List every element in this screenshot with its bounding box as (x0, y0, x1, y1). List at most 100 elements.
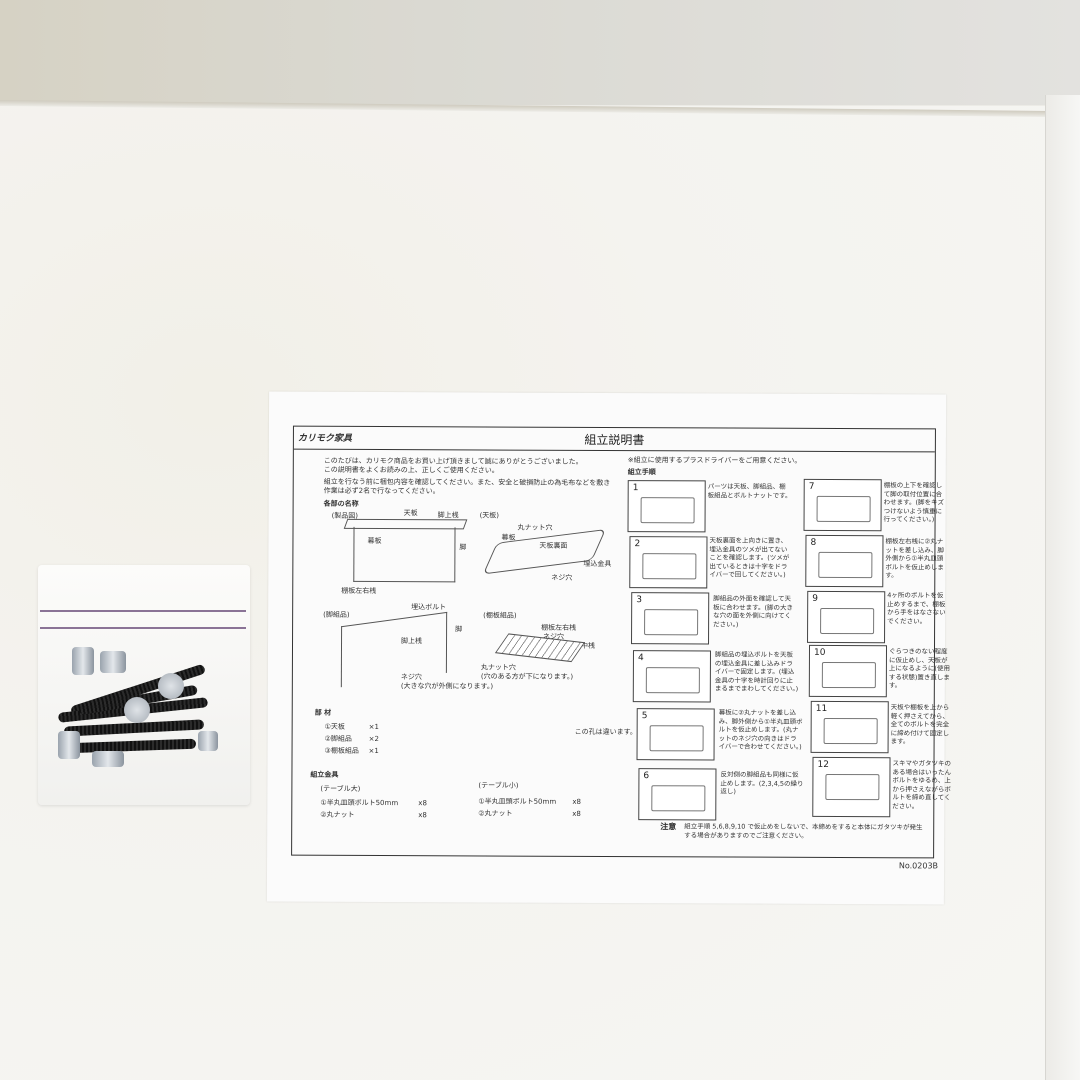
back-wall (0, 0, 1080, 105)
step-number: 10 (813, 647, 826, 658)
intro-line: 作業は必ず2名で行なってください。 (323, 486, 440, 496)
material-name: ①天板 (324, 722, 345, 731)
hardware-large-label: (テーブル大) (320, 784, 361, 793)
hardware-heading: 組立金具 (310, 770, 339, 779)
part-label: (大きな穴が外側になります。) (400, 682, 494, 691)
materials-heading: 部 材 (314, 708, 332, 717)
step-drawing (642, 553, 697, 580)
material-name: ③棚板組品 (324, 746, 359, 755)
part-label: (穴のある方が下になります。) (480, 672, 574, 681)
hardware-qty: x8 (572, 797, 581, 806)
shelf-label: (棚板組品) (483, 611, 517, 620)
intro-line: この説明書をよくお読みの上、正しくご使用ください。 (323, 465, 499, 475)
step-4-illustration: 4 (632, 650, 711, 703)
hole-note: この孔は違います。 (574, 727, 637, 737)
step-3-illustration: 3 (631, 592, 710, 645)
leg-assembly-illustration (340, 611, 448, 688)
step-text: スキマやガタツキのある場合はいったんボルトをゆるめ、上から押さえながらボルトを締… (892, 759, 952, 810)
step-1-illustration: 1 (627, 480, 706, 533)
hardware-bag (38, 565, 250, 805)
part-label: 丸ナット穴 (517, 523, 553, 532)
step-text: ぐらつきのない程度に仮止めし、天板が上になるように(使用する状態)置き直します。 (888, 647, 950, 690)
zip-line (40, 610, 246, 612)
barrel-nut (72, 647, 94, 675)
step-drawing (825, 773, 880, 801)
part-label: 埋込ボルト (411, 603, 447, 612)
caution-text: 組立手順 5,6,8,9,10 で仮止めをしないで、本締めをすると本体にガタツキ… (684, 822, 923, 840)
part-label: 脚 (459, 543, 467, 552)
barrel-nut (92, 751, 124, 767)
step-drawing (644, 609, 699, 636)
material-qty: ×1 (368, 722, 379, 732)
step-8-illustration: 8 (805, 534, 884, 588)
steps-heading: 組立手順 (627, 468, 656, 477)
material-name: ②脚組品 (324, 734, 352, 743)
step-text: 天板裏面を上向きに置き、埋込金具のツメが出てないことを確認します。(ツメが出てい… (709, 536, 790, 579)
hardware-pile (57, 645, 226, 767)
document-number: No.0203B (898, 861, 939, 871)
step-number: 3 (636, 595, 642, 606)
top-label: (天板) (479, 511, 500, 520)
part-label: 棚板左右桟 (541, 623, 577, 632)
table-legs-illustration (353, 526, 456, 583)
step-text: 棚板左右桟に②丸ナットを差し込み、脚外側から①半丸皿頭ボルトを仮止めします。 (885, 537, 944, 580)
part-label: ネジ穴 (551, 573, 573, 582)
hardware-item: ①半丸皿頭ボルト50mm (478, 797, 557, 806)
step-drawing (651, 785, 706, 812)
step-11-illustration: 11 (810, 700, 889, 754)
step-text: 4ヶ所のボルトを仮止めするまで、棚板から手をはなさないでください。 (887, 591, 946, 625)
hardware-item: ①半丸皿頭ボルト50mm (320, 798, 399, 808)
step-number: 6 (643, 771, 650, 782)
step-number: 7 (808, 481, 815, 492)
step-10-illustration: 10 (808, 644, 888, 698)
step-number: 4 (637, 653, 644, 664)
sheet-title: 組立説明書 (584, 432, 645, 448)
step-7-illustration: 7 (803, 478, 882, 532)
nut-end (158, 673, 184, 699)
bolt (65, 738, 197, 754)
step-drawing (818, 551, 873, 579)
step-text: 脚組品の外面を確認して天板に合わせます。(脚の大きな穴の面を外側に向けてください… (713, 594, 794, 629)
step-5-illustration: 5 (636, 708, 715, 761)
barrel-nut (58, 731, 80, 759)
hardware-qty: x8 (572, 809, 581, 818)
part-label: 天板 (403, 509, 418, 518)
step-number: 12 (817, 759, 829, 770)
step-text: 天板や棚板を上から軽く押さえてから、全てのボルトを完全に締め付けて固定します。 (890, 703, 950, 746)
step-drawing (823, 717, 878, 745)
part-label: 埋込金具 (583, 559, 612, 569)
step-number: 5 (641, 711, 648, 722)
hardware-small-label: (テーブル小) (478, 781, 519, 790)
part-label: 棚板左右桟 (341, 586, 377, 595)
step-drawing (649, 725, 704, 752)
step-drawing (640, 497, 695, 524)
part-label: 脚 (455, 625, 463, 634)
driver-note: ※組立に使用するプラスドライバーをご用意ください。 (627, 456, 802, 465)
side-wall (1045, 95, 1080, 1080)
step-text: 脚組品の埋込ボルトを天板の埋込金具に差し込みドライバーで固定します。(埋込金具の… (714, 650, 799, 693)
step-2-illustration: 2 (629, 536, 708, 589)
barrel-nut (100, 651, 126, 673)
zip-line (40, 627, 246, 629)
step-drawing (820, 607, 875, 635)
step-number: 11 (815, 703, 828, 714)
barrel-nut (198, 731, 218, 751)
step-9-illustration: 9 (807, 590, 886, 644)
step-12-illustration: 12 (812, 756, 891, 818)
sheet-header: カリモク家具 組立説明書 (293, 426, 935, 453)
sheet-frame: カリモク家具 組立説明書 このたびは、カリモク商品をお買い上げ頂きまして誠にあり… (291, 425, 951, 859)
step-text: 反対側の脚組品も同様に仮止めします。(2,3,4,5の繰り返し) (720, 770, 804, 796)
parts-heading: 各部の名称 (323, 499, 359, 508)
step-text: 幕板に②丸ナットを差し込み、脚外側から①半丸皿頭ボルトを仮止めします。(丸ナット… (718, 708, 803, 751)
step-drawing (645, 667, 700, 694)
leg-label: (脚組品) (323, 610, 350, 619)
hardware-item: ②丸ナット (478, 809, 513, 818)
hardware-qty: x8 (418, 811, 427, 820)
material-qty: ×1 (368, 746, 379, 756)
step-drawing (821, 661, 876, 689)
shelf-illustration (494, 633, 586, 663)
step-text: パーツは天板、脚組品、棚板組品とボルトナットです。 (707, 482, 792, 500)
step-number: 9 (812, 593, 818, 604)
hardware-qty: x8 (418, 799, 427, 808)
material-qty: ×2 (368, 734, 379, 744)
